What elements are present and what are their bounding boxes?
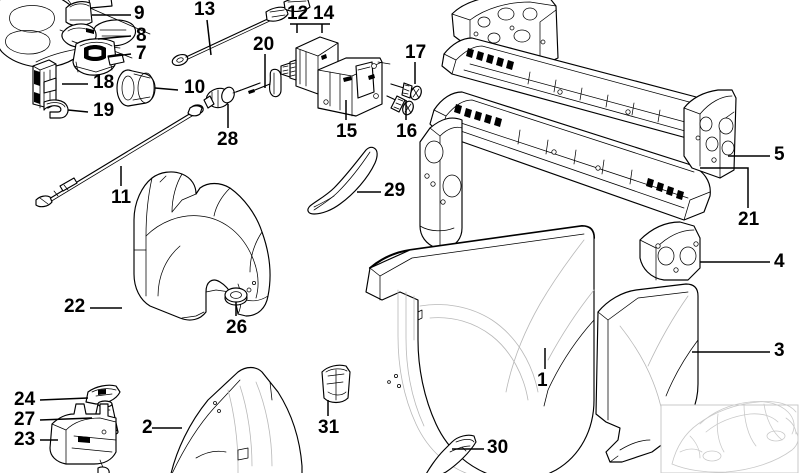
callout-17[interactable]: 17 bbox=[405, 42, 427, 63]
callout-15[interactable]: 15 bbox=[336, 121, 358, 142]
part-7-lock-housing bbox=[72, 38, 125, 76]
callout-23[interactable]: 23 bbox=[14, 429, 36, 450]
part-rear-beam-upper bbox=[441, 37, 717, 141]
callout-29[interactable]: 29 bbox=[384, 180, 406, 201]
part-22-wheel-arch-liner bbox=[133, 171, 271, 321]
part-17-screw-upper bbox=[390, 82, 422, 101]
callout-2[interactable]: 2 bbox=[142, 417, 153, 438]
callout-14[interactable]: 14 bbox=[313, 3, 335, 24]
callout-leader-lines bbox=[39, 14, 770, 450]
part-30-reinforcement-strip bbox=[426, 434, 477, 473]
callout-3[interactable]: 3 bbox=[774, 340, 785, 361]
callout-13[interactable]: 13 bbox=[194, 0, 216, 20]
part-20-retaining-clip bbox=[248, 68, 282, 98]
callout-20[interactable]: 20 bbox=[253, 34, 275, 55]
part-10-rubber-grommet bbox=[116, 69, 156, 107]
callout-22[interactable]: 22 bbox=[64, 296, 86, 317]
part-2-inner-quarter-panel bbox=[170, 366, 303, 473]
callout-31[interactable]: 31 bbox=[318, 417, 340, 438]
part-29-trim-strip bbox=[307, 146, 378, 215]
callout-16[interactable]: 16 bbox=[396, 121, 418, 142]
callout-19[interactable]: 19 bbox=[93, 100, 115, 121]
callout-1[interactable]: 1 bbox=[537, 370, 548, 391]
part-5-corner-bracket-right bbox=[683, 89, 737, 179]
callout-7[interactable]: 7 bbox=[136, 43, 147, 64]
part-18-striker-bracket bbox=[32, 59, 57, 109]
part-12-rod-connector bbox=[283, 0, 311, 13]
callout-11[interactable]: 11 bbox=[111, 187, 132, 208]
callout-8[interactable]: 8 bbox=[136, 25, 147, 46]
callout-24[interactable]: 24 bbox=[14, 389, 36, 410]
callout-26[interactable]: 26 bbox=[226, 317, 248, 338]
part-21-rear-beam-lower bbox=[429, 91, 711, 221]
callout-5[interactable]: 5 bbox=[774, 144, 785, 165]
callout-28[interactable]: 28 bbox=[217, 129, 239, 150]
callout-21[interactable]: 21 bbox=[738, 209, 760, 230]
part-4-flange-right bbox=[639, 221, 701, 281]
part-31-blanking-cap bbox=[321, 364, 351, 404]
part-11-long-rod-lower bbox=[35, 105, 203, 208]
part-15-mounting-bracket bbox=[317, 57, 391, 117]
part-9-clip-upper bbox=[65, 1, 93, 27]
part-28-ball-joint bbox=[203, 82, 261, 109]
callout-18[interactable]: 18 bbox=[93, 72, 115, 93]
callout-4[interactable]: 4 bbox=[774, 251, 785, 272]
vehicle-outline-thumbnail bbox=[660, 401, 799, 473]
part-13-long-rod-upper bbox=[171, 6, 289, 67]
part-1-quarter-panel-main bbox=[365, 224, 596, 473]
part-19-hook-clip bbox=[43, 99, 69, 119]
callout-27[interactable]: 27 bbox=[14, 409, 36, 430]
callout-30[interactable]: 30 bbox=[487, 437, 509, 458]
callout-10[interactable]: 10 bbox=[184, 77, 206, 98]
callout-12[interactable]: 12 bbox=[287, 3, 309, 24]
callout-9[interactable]: 9 bbox=[134, 3, 145, 24]
part-4-body-mount-plate bbox=[419, 117, 463, 249]
